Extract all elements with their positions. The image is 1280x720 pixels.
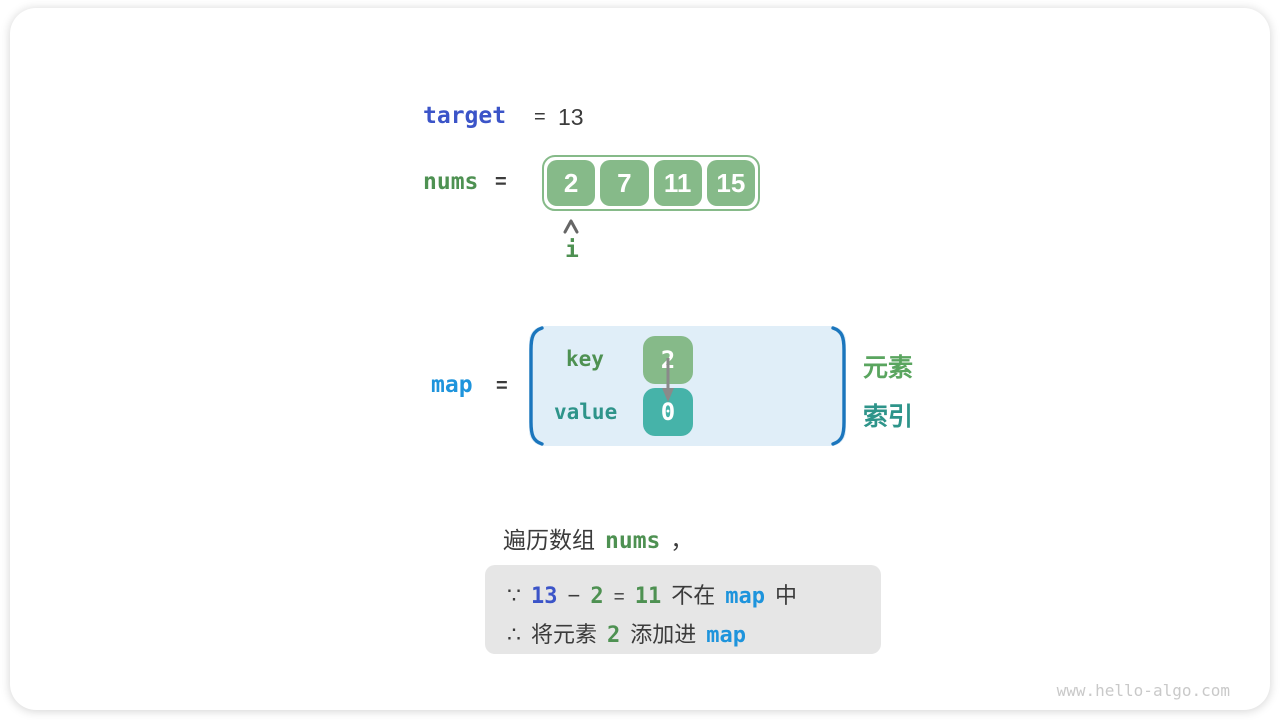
diagram-card: target = 13 nums = 2 7 11 15 i map = key… [10,8,1270,710]
added-value: 2 [607,623,621,648]
index-pointer-caret-icon [563,219,579,234]
index-pointer-label: i [565,237,579,263]
value-label: value [554,400,618,424]
map-variable-label: map [431,372,473,398]
nums-array: 2 7 11 15 [542,155,760,211]
caption-prefix: 遍历数组 [503,527,595,553]
right-bracket-icon [831,326,846,446]
caption-line: 遍历数组 nums ， [503,521,693,555]
minuend-value: 13 [531,584,558,609]
add-action-text: 添加进 [630,622,697,647]
add-prefix-text: 将元素 [531,622,598,647]
element-annotation-label: 元素 [863,354,914,382]
note-equals-sign: = [613,587,625,608]
nums-variable-label: nums [423,169,479,195]
because-symbol: ∵ [507,583,521,608]
target-variable-label: target [423,103,507,129]
caption-nums-code: nums [605,528,661,554]
map-equals-sign: = [496,375,508,397]
difference-value: 11 [634,584,662,609]
key-label: key [566,347,604,371]
index-annotation-label: 索引 [863,403,914,431]
array-cell: 2 [547,160,596,206]
therefore-symbol: ∴ [507,622,521,647]
in-suffix-text: 中 [774,583,797,608]
not-in-text: 不在 [671,583,716,608]
note-line-1: ∵ 13−2 = 11 不在 map 中 [507,577,881,616]
caption-comma: ， [670,527,694,553]
map-code-ref: map [725,584,765,609]
subtrahend-value: 2 [590,584,604,609]
target-equals-sign: = [534,106,546,128]
array-cell: 11 [653,160,702,206]
nums-equals-sign: = [495,171,507,193]
array-cell: 7 [600,160,649,206]
array-cell: 15 [706,160,755,206]
note-line-2: ∴ 将元素 2 添加进 map [507,616,881,654]
target-value: 13 [558,104,584,130]
watermark: www.hello-algo.com [1056,681,1230,700]
map-container: key 2 value 0 [529,326,846,446]
left-bracket-icon [529,326,544,446]
map-code-ref: map [706,623,747,648]
key-to-value-arrow-icon [662,358,674,402]
minus-sign: − [567,583,581,608]
